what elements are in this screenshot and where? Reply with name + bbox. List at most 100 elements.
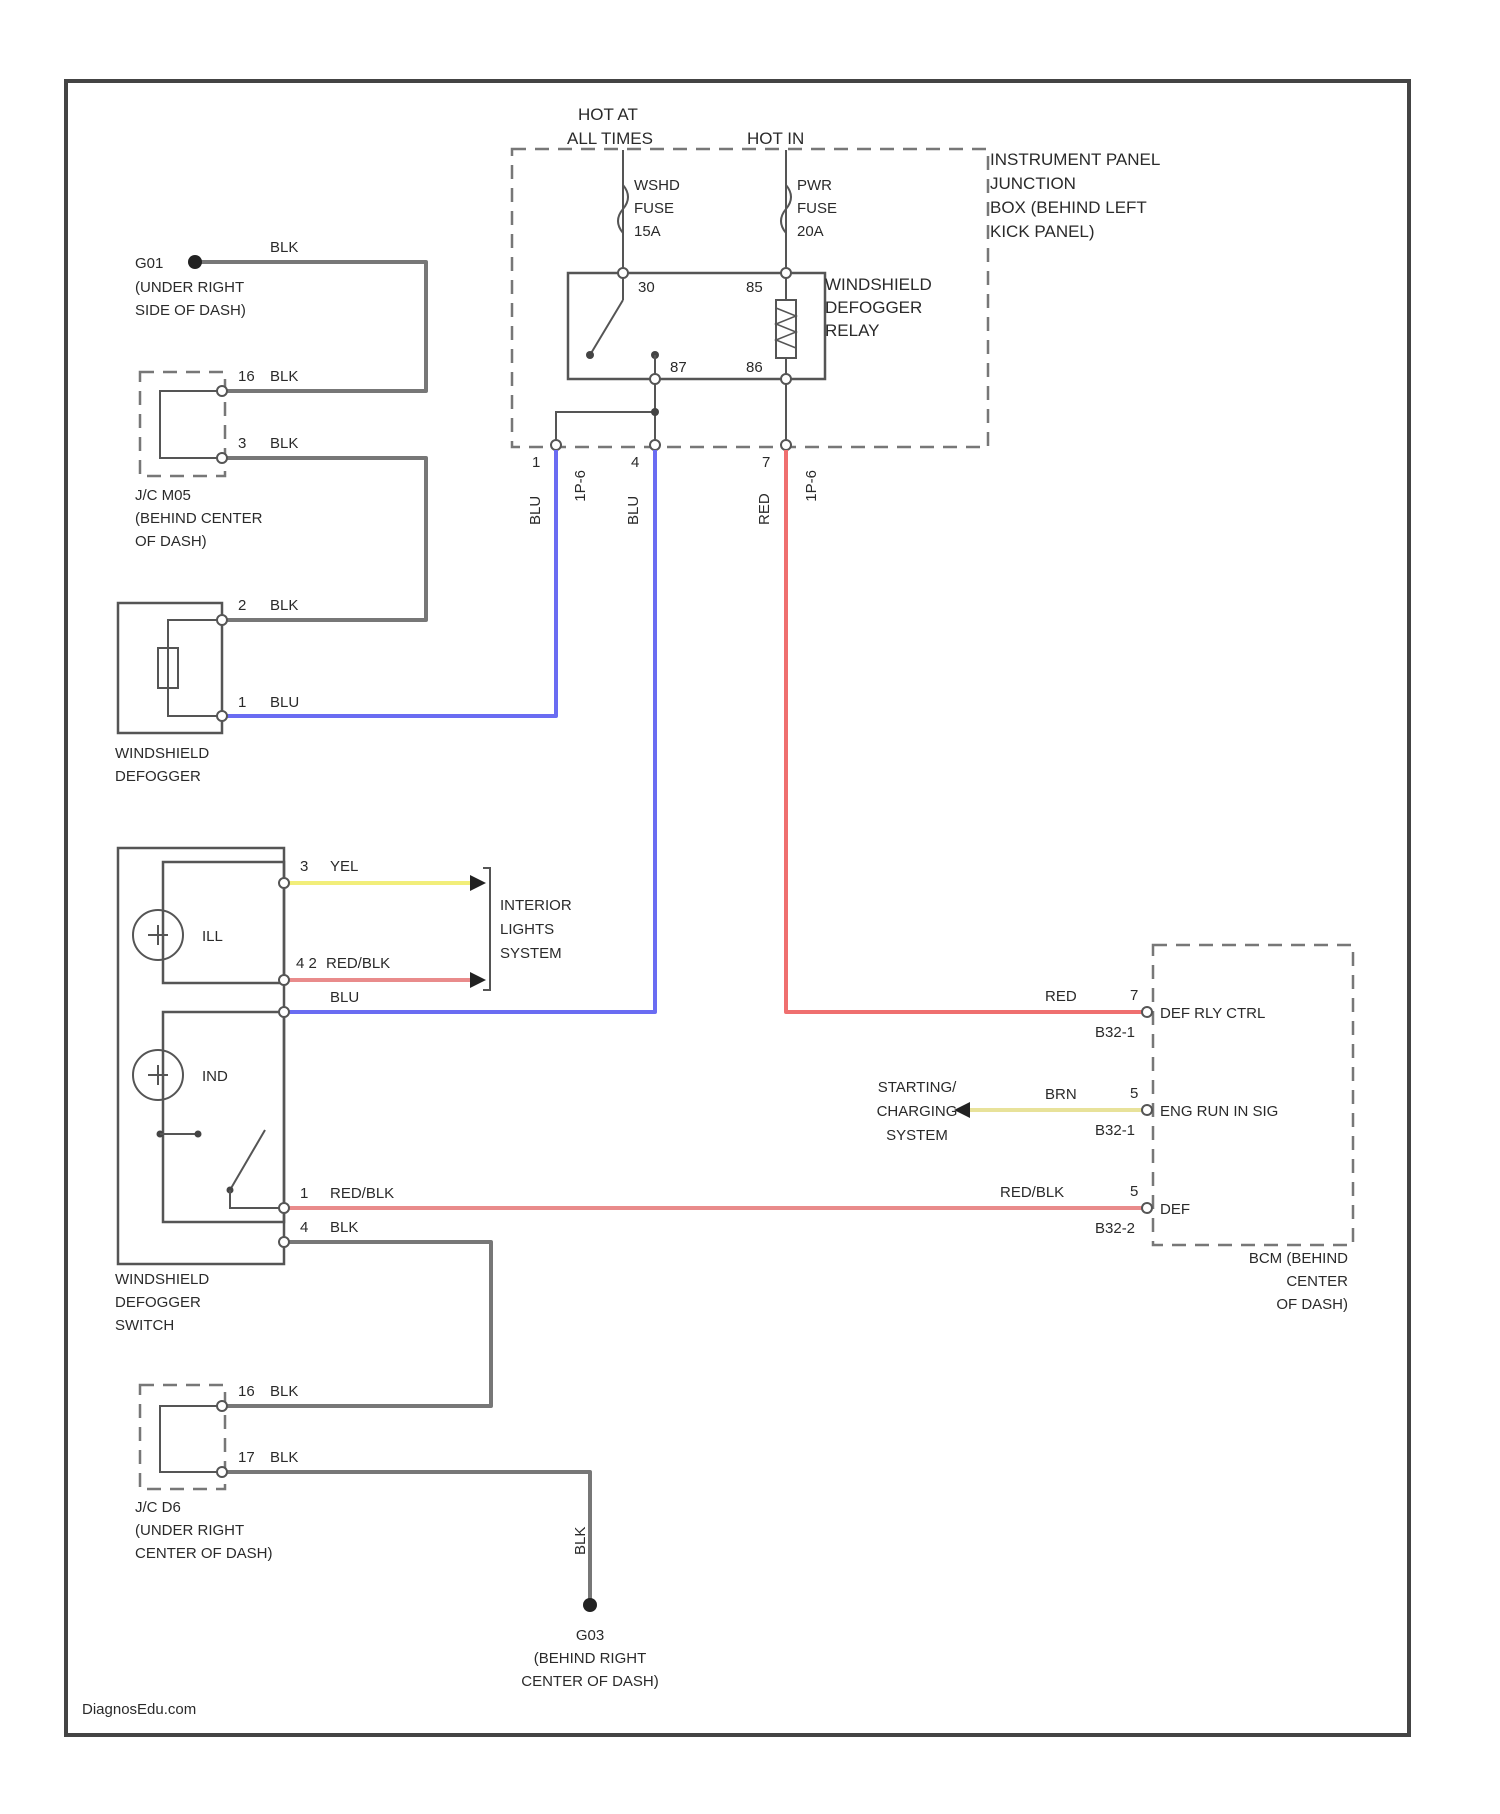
starting-charging-label-1: STARTING/ xyxy=(878,1079,957,1096)
ground-g03-location: (BEHIND RIGHT xyxy=(534,1650,647,1667)
ground-g03-id: G03 xyxy=(576,1627,604,1644)
junction-box-label-3: BOX (BEHIND LEFT xyxy=(990,198,1147,217)
hot-at-all-times-label: HOT AT xyxy=(578,105,638,124)
ground-g03-location-2: CENTER OF DASH) xyxy=(521,1673,659,1690)
switch-pin-3: 3 xyxy=(300,858,308,875)
jc-m05-label-3: OF DASH) xyxy=(135,533,207,550)
power-labels: HOT AT ALL TIMES HOT IN xyxy=(567,105,804,148)
bcm-label-2: CENTER xyxy=(1286,1273,1348,1290)
wire-label-red-bcm: RED xyxy=(1045,988,1077,1005)
fuse-pwr-rating: 20A xyxy=(797,223,824,240)
jb-connector-1: 1P-6 xyxy=(572,470,589,502)
fuse-pwr-label: PWR xyxy=(797,177,832,194)
fuse-wshd: WSHD FUSE 15A xyxy=(618,150,680,270)
defogger-pin-1: 1 xyxy=(238,694,246,711)
wire-label-redblk-2: RED/BLK xyxy=(330,1185,394,1202)
bcm-connector-1: B32-1 xyxy=(1095,1024,1135,1041)
interior-lights-label-3: SYSTEM xyxy=(500,945,562,962)
jc-d6-pin-16: 16 xyxy=(238,1383,255,1400)
bcm-pin-5a: 5 xyxy=(1130,1085,1138,1102)
defogger-pin-2: 2 xyxy=(238,597,246,614)
arrow-yel xyxy=(470,875,486,891)
jc-m05-label-2: (BEHIND CENTER xyxy=(135,510,263,527)
jc-m05-label: J/C M05 xyxy=(135,487,191,504)
wire-blk-jc-g03 xyxy=(222,1472,590,1605)
bcm-signal-def-rly-ctrl: DEF RLY CTRL xyxy=(1160,1005,1265,1022)
defogger-relay: 30 85 87 86 xyxy=(568,268,825,384)
fuse-pwr: PWR FUSE 20A xyxy=(781,150,837,270)
wire-label-blk-g03: BLK xyxy=(572,1527,589,1555)
wire-label-blk-jc3: BLK xyxy=(270,1383,298,1400)
switch-ind-label: IND xyxy=(202,1068,228,1085)
wire-label-red: RED xyxy=(756,493,773,525)
jc-d6-label: J/C D6 xyxy=(135,1499,181,1516)
relay-pin-30: 30 xyxy=(638,279,655,296)
ground-g01-id: G01 xyxy=(135,255,163,272)
diagram-border xyxy=(66,81,1409,1735)
wire-label-blk-sw: BLK xyxy=(330,1219,358,1236)
bcm-signal-eng-run: ENG RUN IN SIG xyxy=(1160,1103,1278,1120)
jc-d6-label-2: (UNDER RIGHT xyxy=(135,1522,244,1539)
wire-label-blu-2: BLU xyxy=(625,496,642,525)
wire-label-redblk-bcm: RED/BLK xyxy=(1000,1184,1064,1201)
switch-pin-1: 1 xyxy=(300,1185,308,1202)
bcm-signal-def: DEF xyxy=(1160,1201,1190,1218)
jb-internal-splice xyxy=(556,384,786,445)
fuse-wshd-label-2: FUSE xyxy=(634,200,674,217)
wire-blu-defogger xyxy=(222,450,556,716)
switch-label-2: DEFOGGER xyxy=(115,1294,201,1311)
ground-g01-icon xyxy=(188,255,202,269)
wire-blu-switch xyxy=(284,450,655,1012)
junction-box-label-2: JUNCTION xyxy=(990,174,1076,193)
wire-label-blk-jc2: BLK xyxy=(270,435,298,452)
relay-pin-85: 85 xyxy=(746,279,763,296)
jc-m05-pin-3: 3 xyxy=(238,435,246,452)
fuse-pwr-label-2: FUSE xyxy=(797,200,837,217)
switch-pin-4-2: 4 2 xyxy=(296,955,317,972)
junction-box-label-1: INSTRUMENT PANEL xyxy=(990,150,1160,169)
wire-label-blk-jc1: BLK xyxy=(270,368,298,385)
wire-label-redblk-1: RED/BLK xyxy=(326,955,390,972)
switch-label-3: SWITCH xyxy=(115,1317,174,1334)
wire-label-blu-sw: BLU xyxy=(330,989,359,1006)
relay-label-2: DEFOGGER xyxy=(825,298,922,317)
bcm-pin-7: 7 xyxy=(1130,987,1138,1004)
ground-g01-location: (UNDER RIGHT xyxy=(135,279,244,296)
switch-pin-4: 4 xyxy=(300,1219,308,1236)
jb-output-pins: 1 4 7 1P-6 1P-6 xyxy=(532,440,820,502)
jb-connector-2: 1P-6 xyxy=(803,470,820,502)
wire-label-blk-def: BLK xyxy=(270,597,298,614)
switch-label: WINDSHIELD xyxy=(115,1271,209,1288)
junction-box-label: INSTRUMENT PANEL JUNCTION BOX (BEHIND LE… xyxy=(990,150,1160,241)
wire-blk-switch-jc xyxy=(222,1242,491,1406)
bcm-pin-5b: 5 xyxy=(1130,1183,1138,1200)
bcm-connector-3: B32-2 xyxy=(1095,1220,1135,1237)
wire-label-yel: YEL xyxy=(330,858,358,875)
ground-g01-location-2: SIDE OF DASH) xyxy=(135,302,246,319)
defogger-switch: ILL IND 3 YEL 4 2 RED/BLK BLU 1 RED/BLK … xyxy=(115,848,394,1334)
wire-label-blk-jc4: BLK xyxy=(270,1449,298,1466)
relay-label: WINDSHIELD DEFOGGER RELAY xyxy=(825,275,932,340)
relay-label-1: WINDSHIELD xyxy=(825,275,932,294)
wire-label-blk-g01: BLK xyxy=(270,239,298,256)
wire-label-blu-1: BLU xyxy=(527,496,544,525)
relay-pin-87: 87 xyxy=(670,359,687,376)
wire-blk-jc-defogger xyxy=(222,458,426,620)
interior-lights-label: INTERIOR LIGHTS SYSTEM xyxy=(483,868,572,990)
jb-pin-1: 1 xyxy=(532,454,540,471)
jb-pin-4: 4 xyxy=(631,454,639,471)
hot-in-label: HOT IN xyxy=(747,129,804,148)
junction-box-label-4: KICK PANEL) xyxy=(990,222,1095,241)
starting-charging-label-3: SYSTEM xyxy=(886,1127,948,1144)
bcm-label-3: OF DASH) xyxy=(1276,1296,1348,1313)
relay-pin-86: 86 xyxy=(746,359,763,376)
bcm-label: BCM (BEHIND xyxy=(1249,1250,1348,1267)
starting-charging-label: STARTING/ CHARGING SYSTEM xyxy=(877,1079,958,1144)
jc-m05-pin-16: 16 xyxy=(238,368,255,385)
relay-label-3: RELAY xyxy=(825,321,880,340)
switch-ill-label: ILL xyxy=(202,928,223,945)
jc-d6-pin-17: 17 xyxy=(238,1449,255,1466)
interior-lights-label-1: INTERIOR xyxy=(500,897,572,914)
bcm-module: 7 5 5 DEF RLY CTRL ENG RUN IN SIG DEF B3… xyxy=(1000,945,1353,1313)
